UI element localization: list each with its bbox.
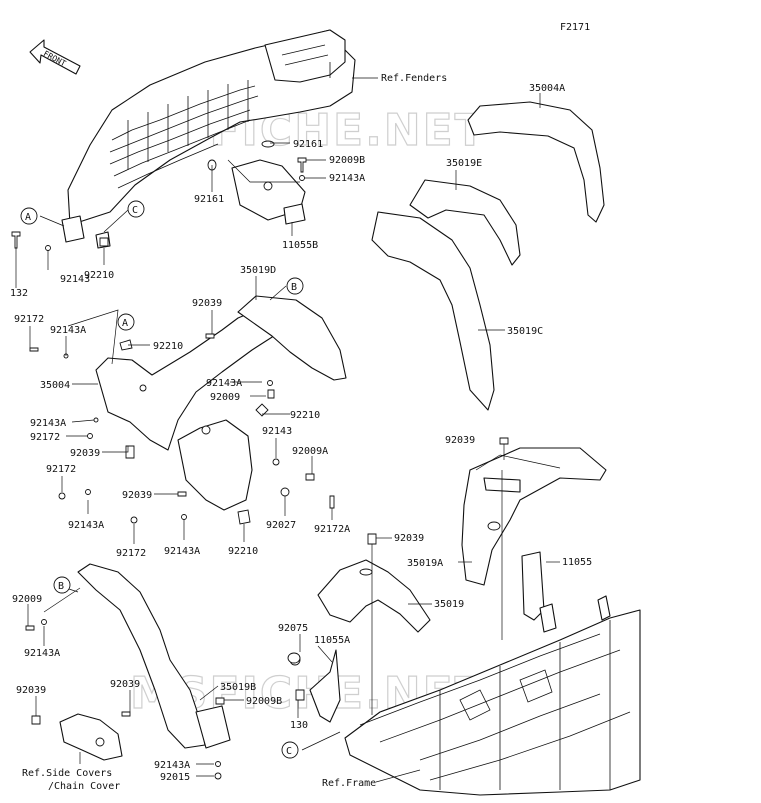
label-92039-a: 92039 — [192, 298, 222, 309]
label-92143-a: 92143 — [60, 274, 90, 285]
svg-text:B: B — [291, 282, 297, 293]
label-92009B-b: 92009B — [246, 696, 282, 707]
label-35004A: 35004A — [529, 83, 565, 94]
label-132: 132 — [10, 288, 28, 299]
label-92172-c: 92172 — [46, 464, 76, 475]
callout-b-top: B — [286, 277, 304, 295]
ref-chain-cover: /Chain Cover — [48, 781, 120, 792]
label-92143A-e: 92143A — [68, 520, 104, 531]
callout-b-bottom: B — [53, 576, 71, 594]
frame-assembly — [344, 595, 641, 796]
part-11055A-shape — [309, 649, 341, 723]
label-35019D: 35019D — [240, 265, 276, 276]
label-92039-f: 92039 — [16, 685, 46, 696]
label-35019E: 35019E — [446, 158, 482, 169]
front-arrow-icon: FRONT — [29, 39, 81, 75]
label-92210-c: 92210 — [290, 410, 320, 421]
label-92143-b: 92143 — [262, 426, 292, 437]
callout-c-bottom: C — [281, 741, 299, 759]
svg-text:C: C — [132, 205, 138, 216]
part-35004A-shape — [467, 101, 605, 223]
ref-fenders: Ref.Fenders — [381, 73, 447, 84]
label-92009-a: 92009 — [210, 392, 240, 403]
label-92039-c: 92039 — [122, 490, 152, 501]
ref-frame: Ref.Frame — [322, 778, 376, 789]
label-92172-b: 92172 — [30, 432, 60, 443]
callout-c-top: C — [127, 200, 145, 218]
label-92143A-a: 92143A — [329, 173, 365, 184]
svg-text:A: A — [122, 318, 128, 329]
label-92172-d: 92172 — [116, 548, 146, 559]
label-92015: 92015 — [160, 772, 190, 783]
label-92039-e: 92039 — [394, 533, 424, 544]
callout-a-mid: A — [117, 313, 135, 331]
label-11055: 11055 — [562, 557, 592, 568]
label-35004: 35004 — [40, 380, 70, 391]
label-92161-a: 92161 — [293, 139, 323, 150]
svg-text:A: A — [25, 212, 31, 223]
figure-code: F2171 — [560, 22, 590, 33]
label-92172A: 92172A — [314, 524, 350, 535]
label-11055A: 11055A — [314, 635, 350, 646]
part-lower-splash-shape — [177, 419, 253, 511]
part-11055-shape — [521, 551, 545, 621]
label-92009-b: 92009 — [12, 594, 42, 605]
label-92009B-a: 92009B — [329, 155, 365, 166]
part-labels: 35004A 35019E 35019C 92161 92009B 92143A… — [10, 83, 592, 783]
label-92143A-g: 92143A — [24, 648, 60, 659]
label-92143A-c: 92143A — [206, 378, 242, 389]
label-92075: 92075 — [278, 623, 308, 634]
label-92161-b: 92161 — [194, 194, 224, 205]
label-130: 130 — [290, 720, 308, 731]
ref-side-covers: Ref.Side Covers — [22, 768, 112, 779]
label-92039-d: 92039 — [445, 435, 475, 446]
front-label: FRONT — [42, 49, 68, 68]
label-11055B: 11055B — [282, 240, 318, 251]
svg-text:C: C — [286, 746, 292, 757]
label-35019B: 35019B — [220, 682, 256, 693]
hardware-marks — [11, 140, 509, 780]
svg-text:B: B — [58, 581, 64, 592]
label-92009A: 92009A — [292, 446, 328, 457]
label-92039-b: 92039 — [70, 448, 100, 459]
part-35019E-shape — [409, 179, 521, 266]
front-grille-assembly — [61, 29, 356, 249]
label-92039-g: 92039 — [110, 679, 140, 690]
label-92143A-h: 92143A — [154, 760, 190, 771]
label-35019C: 35019C — [507, 326, 543, 337]
label-92210-b: 92210 — [153, 341, 183, 352]
label-92143A-d: 92143A — [30, 418, 66, 429]
side-cover-shape — [59, 713, 123, 761]
label-35019: 35019 — [434, 599, 464, 610]
part-35019-shape — [317, 559, 431, 633]
label-92027: 92027 — [266, 520, 296, 531]
label-92210-d: 92210 — [228, 546, 258, 557]
callout-a-top: A — [20, 207, 38, 225]
label-92172-a: 92172 — [14, 314, 44, 325]
part-35019C-shape — [371, 211, 495, 411]
label-35019A: 35019A — [407, 558, 443, 569]
label-92210-a: 92210 — [84, 270, 114, 281]
part-35019D-shape — [237, 295, 347, 381]
label-92143A-b: 92143A — [50, 325, 86, 336]
label-92143A-f: 92143A — [164, 546, 200, 557]
